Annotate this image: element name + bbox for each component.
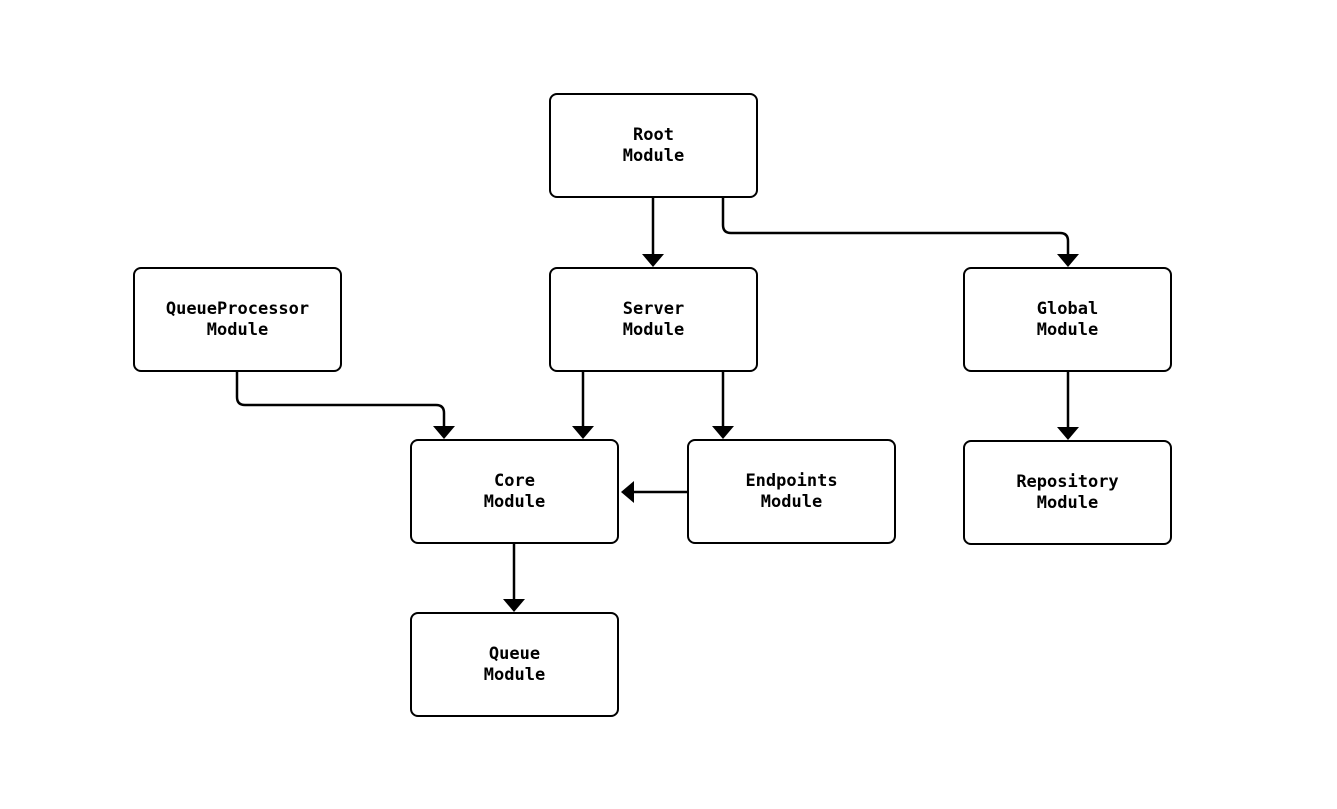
node-server-module: Server Module [549, 267, 758, 372]
arrowhead-endpoints-to-core [621, 481, 634, 503]
edge-queueprocessor-to-core [235, 372, 446, 427]
node-repository-module: Repository Module [963, 440, 1172, 545]
arrowhead-server-to-endpoints [712, 426, 734, 439]
arrowhead-root-to-global [1057, 254, 1079, 267]
node-core-module: Core Module [410, 439, 619, 544]
arrowhead-server-to-core [572, 426, 594, 439]
arrowhead-core-to-queue [503, 599, 525, 612]
node-endpoints-module: Endpoints Module [687, 439, 896, 544]
arrowhead-queueprocessor-to-core [433, 426, 455, 439]
node-queueprocessor-module: QueueProcessor Module [133, 267, 342, 372]
node-queue-module: Queue Module [410, 612, 619, 717]
arrowhead-global-to-repository [1057, 427, 1079, 440]
node-global-module: Global Module [963, 267, 1172, 372]
arrowhead-root-to-server [642, 254, 664, 267]
node-root-module: Root Module [549, 93, 758, 198]
edge-root-to-global [721, 197, 1070, 255]
